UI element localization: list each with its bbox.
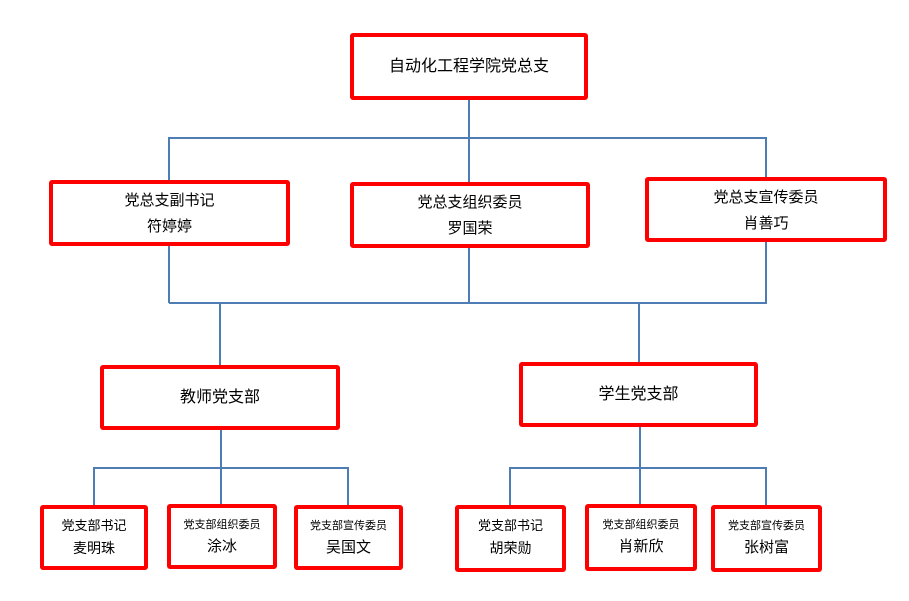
- person-name: 张树富: [743, 538, 789, 556]
- org-box-root-label: 自动化工程学院党总支: [388, 56, 549, 76]
- person-name: 胡荣勋: [489, 541, 532, 557]
- org-box-deputy-secretary: 党总支副书记 符婷婷: [49, 180, 290, 246]
- connector-h2-to-student: [638, 302, 640, 362]
- branch-label: 教师党支部: [179, 387, 260, 407]
- connector-h3-to-leaf3: [347, 467, 349, 505]
- org-box-teacher-organization: 党支部组织委员 涂冰: [167, 504, 277, 569]
- org-box-root: 自动化工程学院党总支: [350, 33, 588, 100]
- connector-h4-to-leaf4: [509, 467, 511, 505]
- org-box-student-secretary: 党支部书记 胡荣勋: [455, 505, 566, 572]
- person-name: 麦明珠: [73, 541, 115, 557]
- connector-h1: [169, 137, 767, 139]
- org-box-teacher-secretary: 党支部书记 麦明珠: [40, 505, 148, 570]
- role-title: 党支部书记: [477, 519, 543, 534]
- role-title: 党支部组织委员: [183, 518, 261, 531]
- connector-h4-to-leaf6: [765, 467, 767, 505]
- connector-h1-to-right: [765, 137, 767, 177]
- org-box-student-organization: 党支部组织委员 肖新欣: [585, 504, 697, 571]
- org-box-publicity-commissioner: 党总支宣传委员 肖善巧: [645, 177, 887, 242]
- role-title: 党支部书记: [61, 519, 127, 534]
- role-title: 党总支宣传委员: [713, 187, 819, 206]
- connector-student-down: [639, 427, 641, 505]
- person-name: 符婷婷: [146, 217, 192, 235]
- role-title: 党总支组织委员: [417, 193, 523, 211]
- role-title: 党支部宣传委员: [728, 519, 805, 532]
- role-title: 党总支副书记: [124, 191, 215, 209]
- org-box-student-publicity: 党支部宣传委员 张树富: [711, 505, 822, 572]
- person-name: 肖新欣: [618, 537, 664, 555]
- branch-label: 学生党支部: [598, 384, 679, 404]
- connector-h3: [93, 467, 349, 469]
- connector-root-to-middle: [468, 100, 470, 182]
- connector-left-to-h2: [168, 246, 170, 303]
- org-box-teacher-publicity: 党支部宣传委员 吴国文: [294, 505, 403, 570]
- person-name: 罗国荣: [447, 219, 493, 237]
- connector-middle-to-h2: [468, 248, 470, 303]
- connector-h2: [169, 302, 767, 304]
- org-box-organization-commissioner: 党总支组织委员 罗国荣: [350, 182, 590, 248]
- connector-h1-to-left: [168, 137, 170, 180]
- connector-right-to-h2: [765, 242, 767, 303]
- person-name: 涂冰: [206, 537, 237, 555]
- org-box-student-branch: 学生党支部: [519, 362, 758, 427]
- connector-h2-to-teacher: [219, 302, 221, 365]
- connector-h4: [509, 467, 766, 469]
- role-title: 党支部组织委员: [602, 518, 680, 531]
- org-box-teacher-branch: 教师党支部: [100, 365, 340, 430]
- person-name: 吴国文: [325, 538, 371, 556]
- person-name: 肖善巧: [743, 213, 789, 232]
- connector-h3-to-leaf1: [93, 467, 95, 505]
- role-title: 党支部宣传委员: [310, 519, 387, 532]
